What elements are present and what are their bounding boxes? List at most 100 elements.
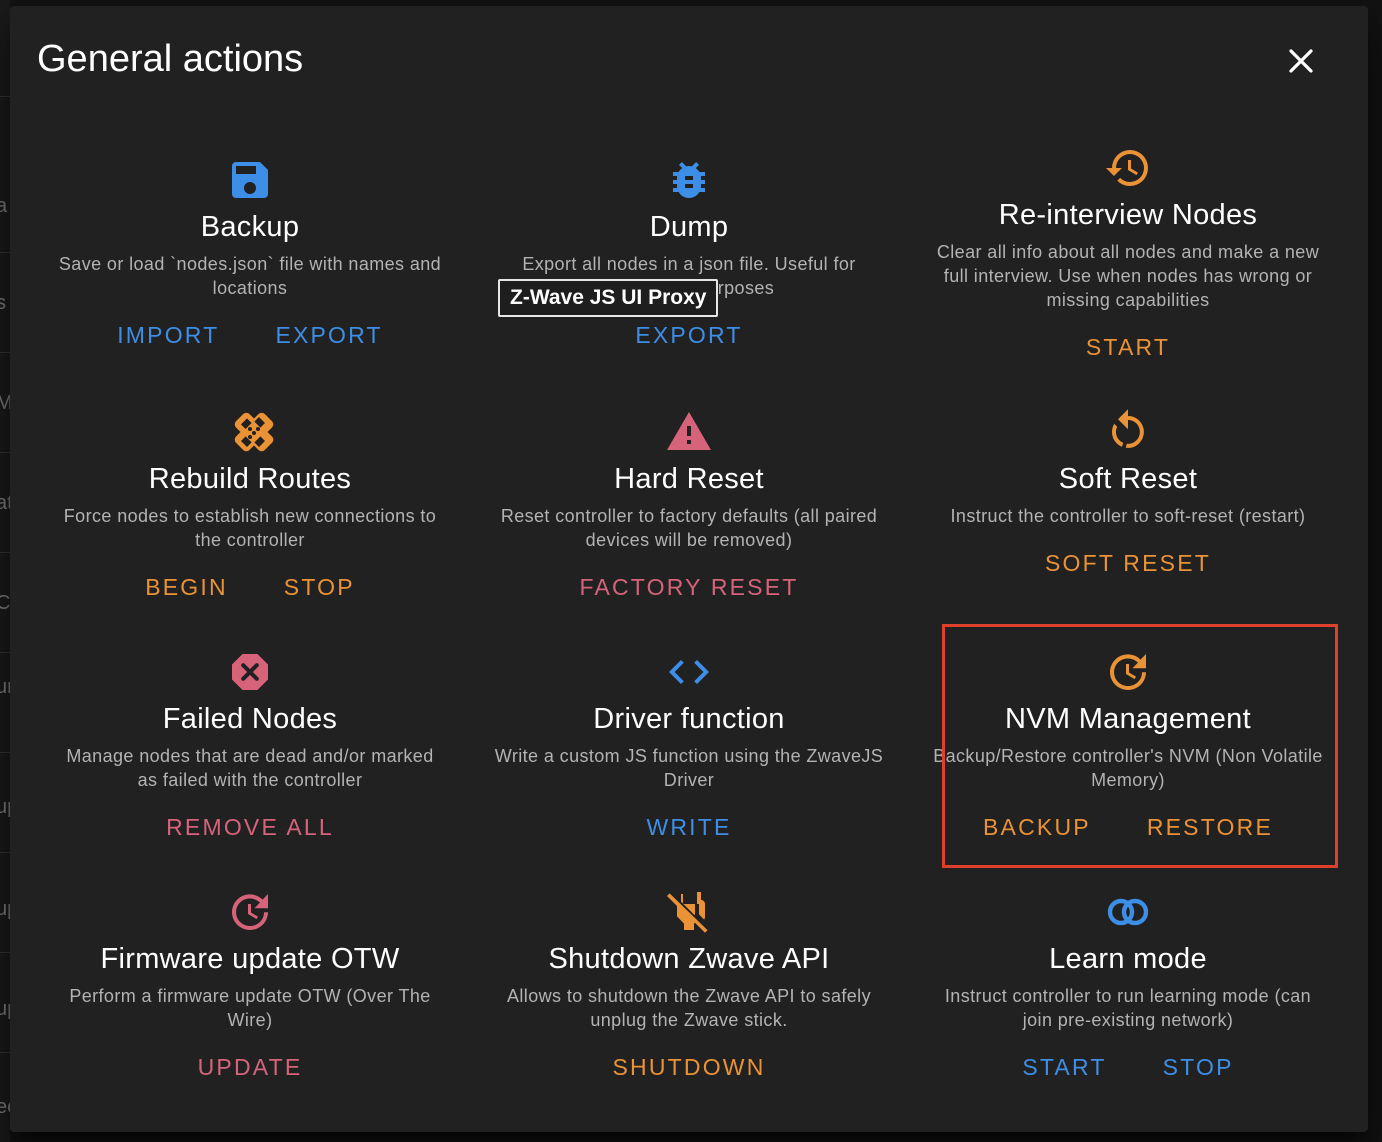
update-icon <box>1104 648 1152 696</box>
card-description: Allows to shutdown the Zwave API to safe… <box>507 986 871 1030</box>
background-text-fragment: ec <box>0 1096 10 1118</box>
background-divider <box>0 752 10 753</box>
restore-button[interactable]: RESTORE <box>1139 810 1281 845</box>
card-description: Manage nodes that are dead and/or marked… <box>66 746 434 790</box>
action-card-shutdown-zwave-api: Shutdown Zwave API Allows to shutdown the… <box>489 888 889 1085</box>
close-button[interactable] <box>1280 40 1322 82</box>
card-title: Shutdown Zwave API <box>548 943 830 975</box>
soft-reset-button[interactable]: SOFT RESET <box>1037 546 1219 581</box>
card-title: Learn mode <box>1049 943 1207 975</box>
card-title: Soft Reset <box>1058 463 1198 495</box>
history-icon <box>1104 144 1152 192</box>
background-divider <box>0 852 10 853</box>
background-divider <box>0 252 10 253</box>
card-actions: EXPORT <box>627 318 750 353</box>
factory-reset-button[interactable]: FACTORY RESET <box>571 570 806 605</box>
remove-all-button[interactable]: REMOVE ALL <box>158 810 342 845</box>
card-title: Firmware update OTW <box>100 943 400 975</box>
background-text-fragment: up <box>0 998 10 1020</box>
card-actions: SHUTDOWN <box>604 1050 773 1085</box>
card-title: NVM Management <box>1005 703 1251 735</box>
refresh-icon <box>1104 408 1152 456</box>
card-description: Instruct controller to run learning mode… <box>944 986 1312 1030</box>
card-actions: SOFT RESET <box>1037 546 1219 581</box>
link-rings-icon <box>1104 888 1152 936</box>
card-actions: BACKUP RESTORE <box>975 810 1281 845</box>
background-divider <box>0 352 10 353</box>
card-actions: REMOVE ALL <box>158 810 342 845</box>
card-description: Backup/Restore controller's NVM (Non Vol… <box>933 746 1323 790</box>
start-button[interactable]: START <box>1078 330 1178 365</box>
background-divider <box>0 552 10 553</box>
start-button[interactable]: START <box>1014 1050 1114 1085</box>
shutdown-button[interactable]: SHUTDOWN <box>604 1050 773 1085</box>
background-divider <box>0 952 10 953</box>
card-title: Rebuild Routes <box>148 463 352 495</box>
export-button[interactable]: EXPORT <box>627 318 750 353</box>
update-icon <box>226 888 274 936</box>
card-description: Clear all info about all nodes and make … <box>936 242 1320 310</box>
dialog-title: General actions <box>37 38 304 80</box>
background-text-fragment: at <box>0 492 10 514</box>
write-button[interactable]: WRITE <box>638 810 739 845</box>
floppy-disk-icon <box>226 156 274 204</box>
card-title: Failed Nodes <box>162 703 338 735</box>
begin-button[interactable]: BEGIN <box>137 570 236 605</box>
background-divider <box>0 96 10 97</box>
background-divider <box>0 652 10 653</box>
card-description: Perform a firmware update OTW (Over The … <box>69 986 431 1030</box>
card-title: Driver function <box>593 703 785 735</box>
background-text-fragment: M <box>0 392 10 414</box>
card-title: Dump <box>649 211 729 243</box>
tooltip: Z-Wave JS UI Proxy <box>498 279 719 317</box>
card-description: Force nodes to establish new connections… <box>63 506 437 550</box>
card-title: Hard Reset <box>614 463 764 495</box>
card-actions: START STOP <box>1014 1050 1241 1085</box>
card-title: Re-interview Nodes <box>998 199 1258 231</box>
card-actions: WRITE <box>638 810 739 845</box>
background-text-fragment: s <box>0 292 6 314</box>
export-button[interactable]: EXPORT <box>267 318 390 353</box>
background-text-fragment: up <box>0 796 10 818</box>
card-actions: IMPORT EXPORT <box>109 318 391 353</box>
close-octagon-icon <box>226 648 274 696</box>
card-actions: START <box>1078 330 1178 365</box>
stop-button[interactable]: STOP <box>1155 1050 1242 1085</box>
update-button[interactable]: UPDATE <box>190 1050 311 1085</box>
close-icon <box>1289 49 1313 73</box>
background-divider <box>0 1052 10 1053</box>
bandage-icon <box>226 408 274 456</box>
background-divider <box>0 452 10 453</box>
action-card-firmware-update-otw: Firmware update OTW Perform a firmware up… <box>50 888 450 1085</box>
bug-icon <box>665 156 713 204</box>
background-text-fragment: a <box>0 195 8 217</box>
card-description: Write a custom JS function using the Zwa… <box>494 746 884 790</box>
backup-button[interactable]: BACKUP <box>975 810 1099 845</box>
card-actions: FACTORY RESET <box>571 570 806 605</box>
warning-icon <box>665 408 713 456</box>
card-actions: BEGIN STOP <box>137 570 363 605</box>
card-actions: UPDATE <box>190 1050 311 1085</box>
background-text-fragment: ur <box>0 676 10 698</box>
card-title: Backup <box>200 211 300 243</box>
background-text-fragment: up <box>0 898 10 920</box>
import-button[interactable]: IMPORT <box>109 318 227 353</box>
background-text-fragment: Co <box>0 592 10 614</box>
card-description: Save or load `nodes.json` file with name… <box>58 254 442 298</box>
card-description: Instruct the controller to soft-reset (r… <box>950 506 1306 526</box>
power-plug-off-icon <box>665 888 713 936</box>
stop-button[interactable]: STOP <box>276 570 363 605</box>
card-description: Reset controller to factory defaults (al… <box>500 506 878 550</box>
